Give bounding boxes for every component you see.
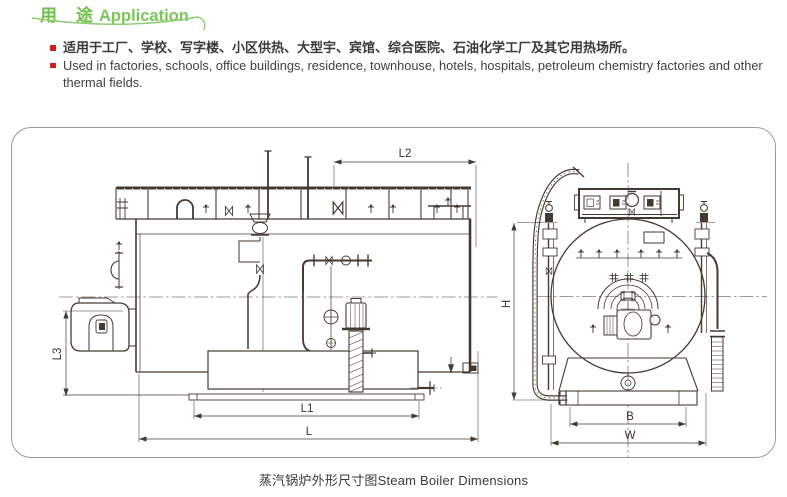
side-view-dimensions: L2 L3 L1 L (52, 148, 479, 442)
figure-box: L2 L3 L1 L (11, 127, 776, 458)
dim-label-l: L (306, 426, 313, 438)
application-bullets: 适用于工厂、学校、写字楼、小区供热、大型宇、宾馆、综合医院、石油化学工厂及其它用… (50, 39, 772, 92)
dim-label-w: W (625, 430, 636, 442)
dim-label-l2: L2 (399, 148, 412, 160)
bullet-square-icon (50, 62, 56, 68)
bullet-square-icon (50, 45, 56, 51)
bullet-en-line2: thermal fields. (63, 75, 143, 90)
bullet-en-line1: Used in factories, schools, office build… (63, 57, 763, 73)
side-view-drawing (59, 150, 498, 401)
bullet-en: Used in factories, schools, office build… (50, 57, 772, 75)
bullet-zh: 适用于工厂、学校、写字楼、小区供热、大型宇、宾馆、综合医院、石油化学工厂及其它用… (50, 39, 772, 57)
dim-label-l3: L3 (52, 348, 64, 361)
figure-caption: 蒸汽锅炉外形尺寸图Steam Boiler Dimensions (258, 473, 529, 488)
dim-label-b: B (626, 411, 634, 423)
front-view-drawing (532, 163, 767, 457)
bullet-zh-text: 适用于工厂、学校、写字楼、小区供热、大型宇、宾馆、综合医院、石油化学工厂及其它用… (63, 40, 636, 55)
front-view-dimensions: H B W (501, 222, 707, 446)
dim-label-h: H (501, 300, 513, 308)
dim-label-l1: L1 (301, 403, 314, 415)
